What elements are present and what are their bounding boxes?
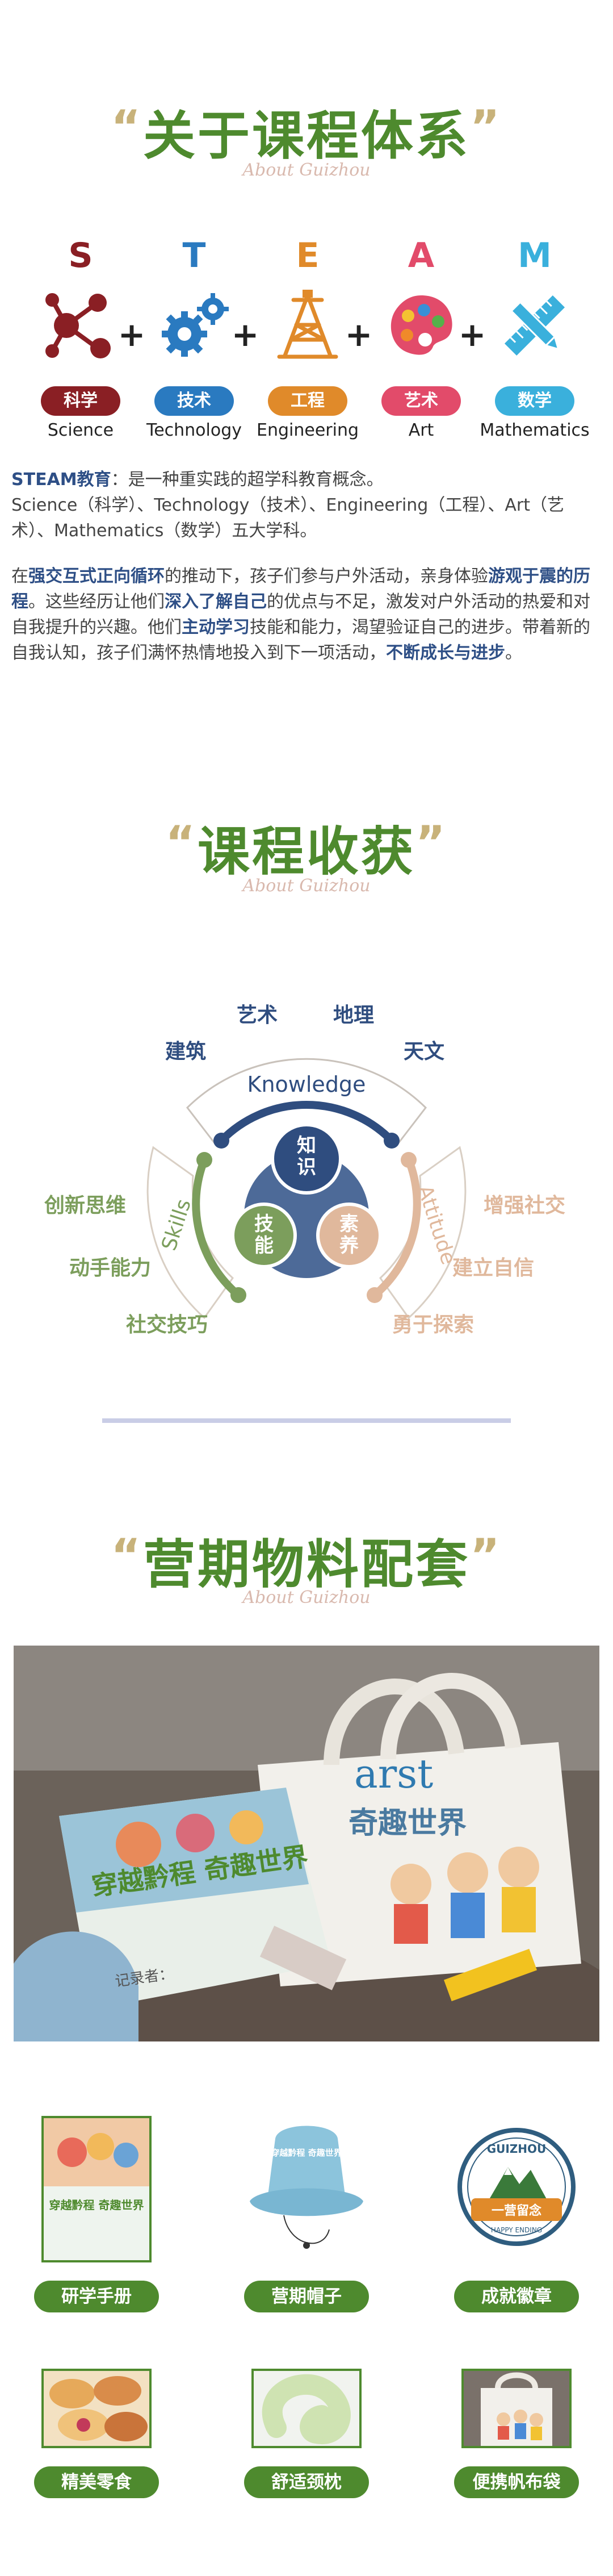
subject-en-engineering: Engineering <box>257 420 359 440</box>
section-subtitle-script: About Guizhou <box>242 876 371 896</box>
plus-sign: + <box>345 315 373 354</box>
center-skills: 技能 <box>254 1213 274 1257</box>
steam-cycle-paragraph: 在强交互式正向循环的推动下，孩子们参与户外活动，亲身体验游观于震的历程。这些经历… <box>11 566 590 663</box>
ruler-pencil-icon <box>498 289 572 362</box>
skills-word-social: 社交技巧 <box>126 1313 208 1337</box>
attitude-word-social: 增强社交 <box>484 1194 566 1217</box>
steam-letter-e: E <box>296 236 320 275</box>
bucket-hat-icon: 穿越黔程 奇趣世界 <box>244 2116 369 2262</box>
knowledge-word-geography: 地理 <box>333 1004 375 1027</box>
knowledge-arc <box>219 1100 394 1143</box>
subject-en-mathematics: Mathematics <box>480 420 590 440</box>
snacks-icon <box>41 2369 152 2448</box>
skills-word-hands-on: 动手能力 <box>69 1256 152 1280</box>
attitude-circle <box>316 1203 382 1268</box>
skills-arc <box>192 1158 241 1299</box>
svg-text:穿越黔程 奇趣世界: 穿越黔程 奇趣世界 <box>271 2148 342 2158</box>
knowledge-circle <box>271 1123 342 1195</box>
knowledge-word-astronomy: 天文 <box>404 1040 445 1063</box>
oil-derrick-icon <box>271 289 345 362</box>
section-title-course-gains: “课程收获” <box>165 816 448 882</box>
center-knowledge-top: 知识 <box>297 1134 316 1179</box>
plus-sign: + <box>458 315 486 354</box>
canvas-bag-icon <box>461 2369 572 2448</box>
subject-pill-science: 科学 <box>41 386 120 416</box>
attitude-arc <box>372 1158 421 1299</box>
skills-word-innovation: 创新思维 <box>44 1194 127 1217</box>
bag-art-text: arst <box>354 1751 433 1797</box>
subject-en-art: Art <box>408 420 434 440</box>
attitude-band <box>379 1146 467 1320</box>
molecule-icon <box>44 289 117 362</box>
achievement-badge-icon: GUIZHOU 一营留念 HAPPY ENDING <box>454 2116 579 2262</box>
plus-sign: + <box>117 315 146 354</box>
steam-intro-paragraph: STEAM教育：是一种重实践的超学科教育概念。 Science（科学）、Tech… <box>11 470 564 541</box>
item-label-badge: 成就徽章 <box>454 2281 579 2312</box>
section-title-course-system: “关于课程体系” <box>111 101 502 166</box>
subject-en-science: Science <box>47 420 114 440</box>
study-handbook-icon: 穿越黔程 奇趣世界 <box>41 2116 152 2262</box>
section-subtitle-script: About Guizhou <box>242 1588 371 1608</box>
skills-circle <box>231 1203 297 1268</box>
knowledge-skills-attitude-diagram: 知识 技能 素养 Knowledge Skills Attitude <box>146 1058 467 1320</box>
steam-letter-s: S <box>68 236 93 275</box>
steam-subjects-line: Science（科学）、Technology（技术）、Engineering（工… <box>11 495 564 541</box>
subject-pill-mathematics: 数学 <box>495 386 574 416</box>
subject-pill-art: 艺术 <box>381 386 461 416</box>
item-label-hat: 营期帽子 <box>244 2281 369 2312</box>
neck-pillow-icon <box>251 2369 362 2448</box>
svg-text:一营留念: 一营留念 <box>492 2203 541 2218</box>
steam-letter-m: M <box>518 236 552 275</box>
materials-photo: arst 奇趣世界 穿越黔程 奇趣世界 记录者： <box>14 1646 599 2041</box>
gears-icon <box>157 289 231 362</box>
item-label-handbook: 研学手册 <box>34 2281 159 2312</box>
steam-term: STEAM教育 <box>11 470 111 490</box>
subject-pill-technology: 技术 <box>154 386 234 416</box>
center-attitude: 素养 <box>339 1213 359 1257</box>
attitude-word-confidence: 建立自信 <box>452 1256 535 1280</box>
bag-title-text: 奇趣世界 <box>349 1806 467 1840</box>
attitude-word-explore: 勇于探索 <box>392 1313 475 1337</box>
section-divider <box>102 1418 511 1423</box>
svg-text:穿越黔程 奇趣世界: 穿越黔程 奇趣世界 <box>49 2198 144 2212</box>
subject-en-technology: Technology <box>146 420 242 440</box>
steam-letter-t: T <box>182 236 206 275</box>
item-label-canvas-bag: 便携帆布袋 <box>454 2466 579 2498</box>
section-subtitle-script: About Guizhou <box>242 160 371 180</box>
item-label-snacks: 精美零食 <box>34 2466 159 2498</box>
item-label-pillow: 舒适颈枕 <box>244 2466 369 2498</box>
section-title-camp-materials: “营期物料配套” <box>111 1529 502 1595</box>
subject-pill-engineering: 工程 <box>268 386 347 416</box>
svg-text:GUIZHOU: GUIZHOU <box>487 2142 547 2156</box>
knowledge-word-architecture: 建筑 <box>165 1040 207 1063</box>
knowledge-word-art: 艺术 <box>237 1004 278 1027</box>
plus-sign: + <box>231 315 259 354</box>
svg-text:HAPPY ENDING: HAPPY ENDING <box>491 2226 542 2234</box>
knowledge-label: Knowledge <box>247 1072 366 1097</box>
steam-letter-a: A <box>408 236 435 275</box>
skills-band <box>146 1146 234 1320</box>
paint-palette-icon <box>384 289 458 362</box>
